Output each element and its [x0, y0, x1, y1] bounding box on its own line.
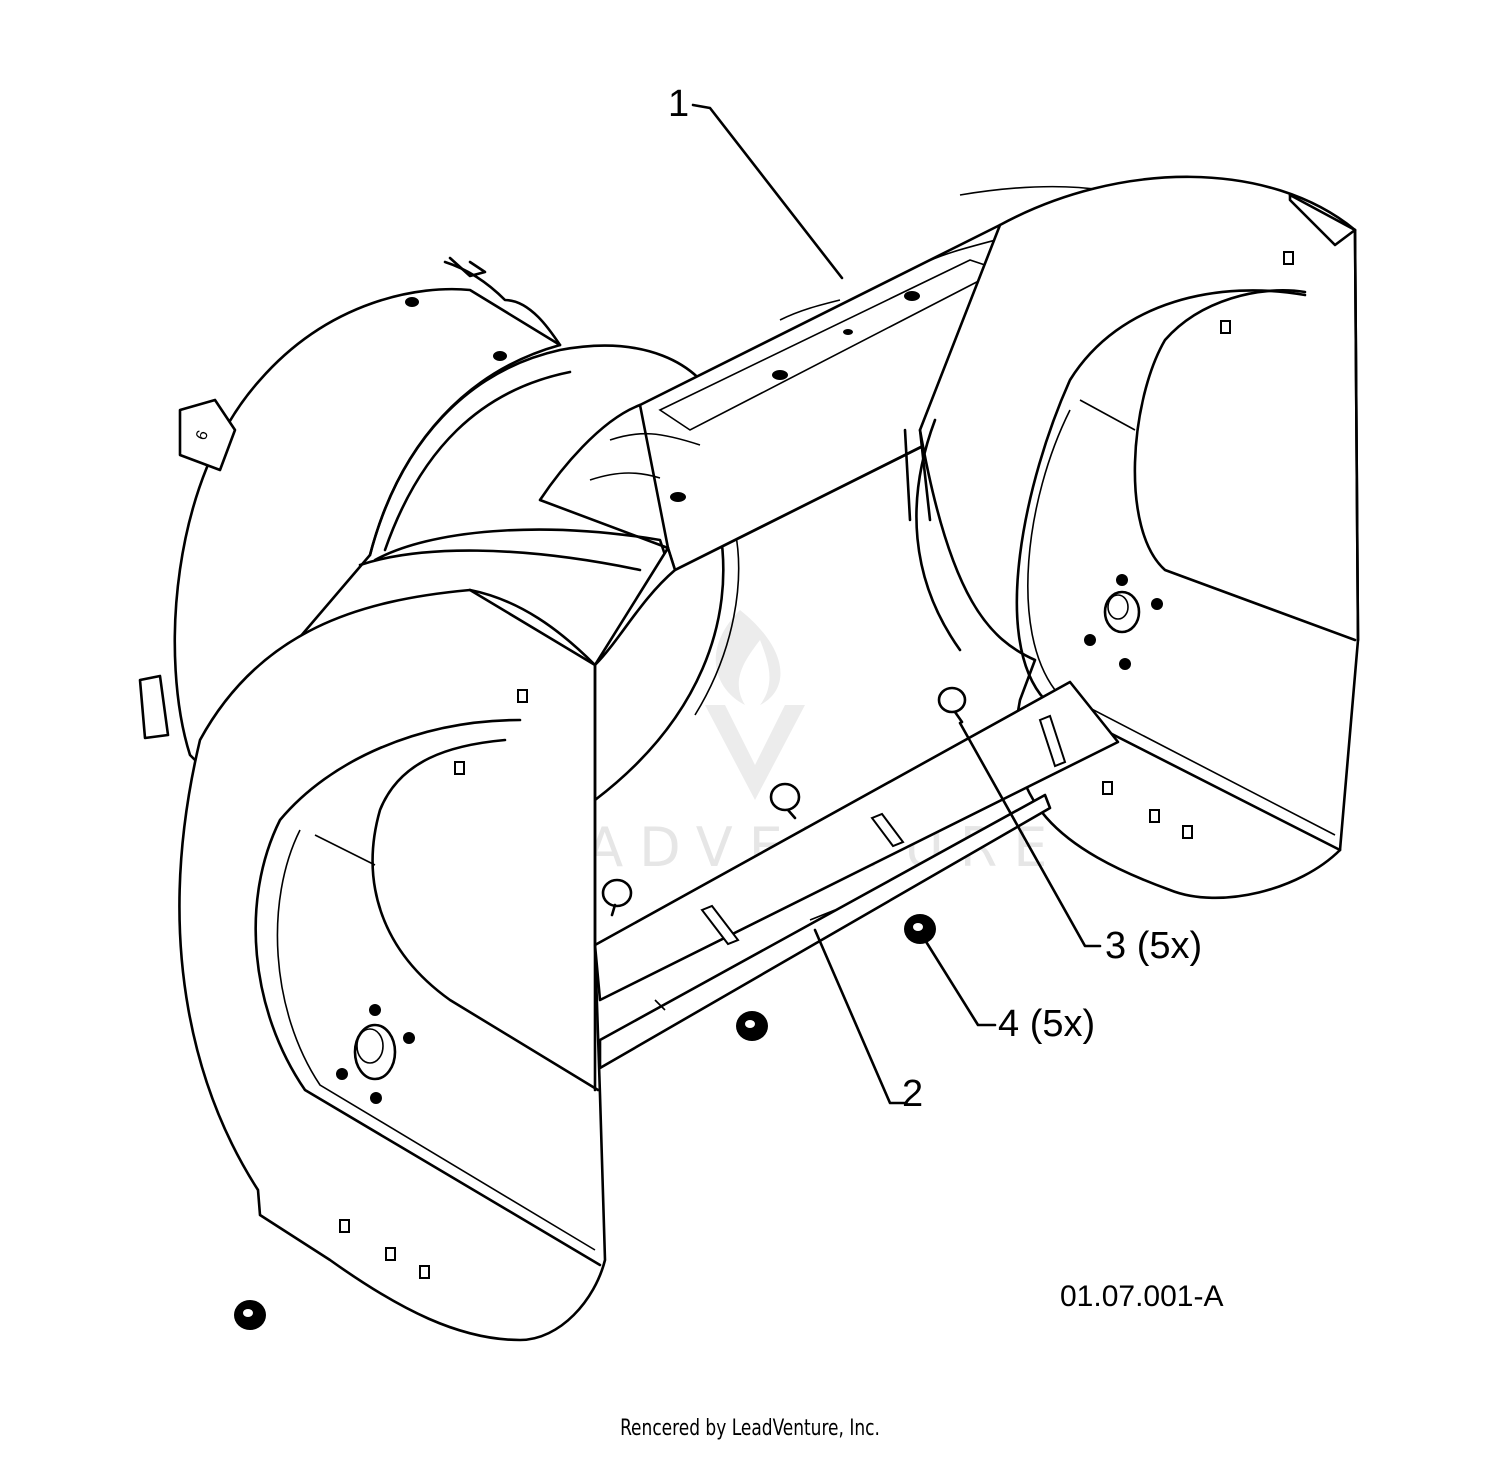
housing-left-panel: [178, 546, 677, 1342]
callout-3-label: 3 (5x): [1105, 925, 1202, 967]
callout-2-label: 2: [902, 1073, 923, 1115]
auger-drum-ring: [368, 344, 740, 802]
auger-drum-rear: 6: [138, 256, 562, 762]
callout-1-label: 1: [668, 83, 689, 125]
carriage-bolts: [601, 686, 967, 917]
leader-lines: [691, 103, 1102, 1105]
render-credit: Rencered by LeadVenture, Inc.: [620, 1416, 880, 1441]
hex-nuts: [234, 914, 936, 1330]
drawing-id: 01.07.001-A: [1060, 1280, 1223, 1313]
callout-4-label: 4 (5x): [998, 1003, 1095, 1045]
